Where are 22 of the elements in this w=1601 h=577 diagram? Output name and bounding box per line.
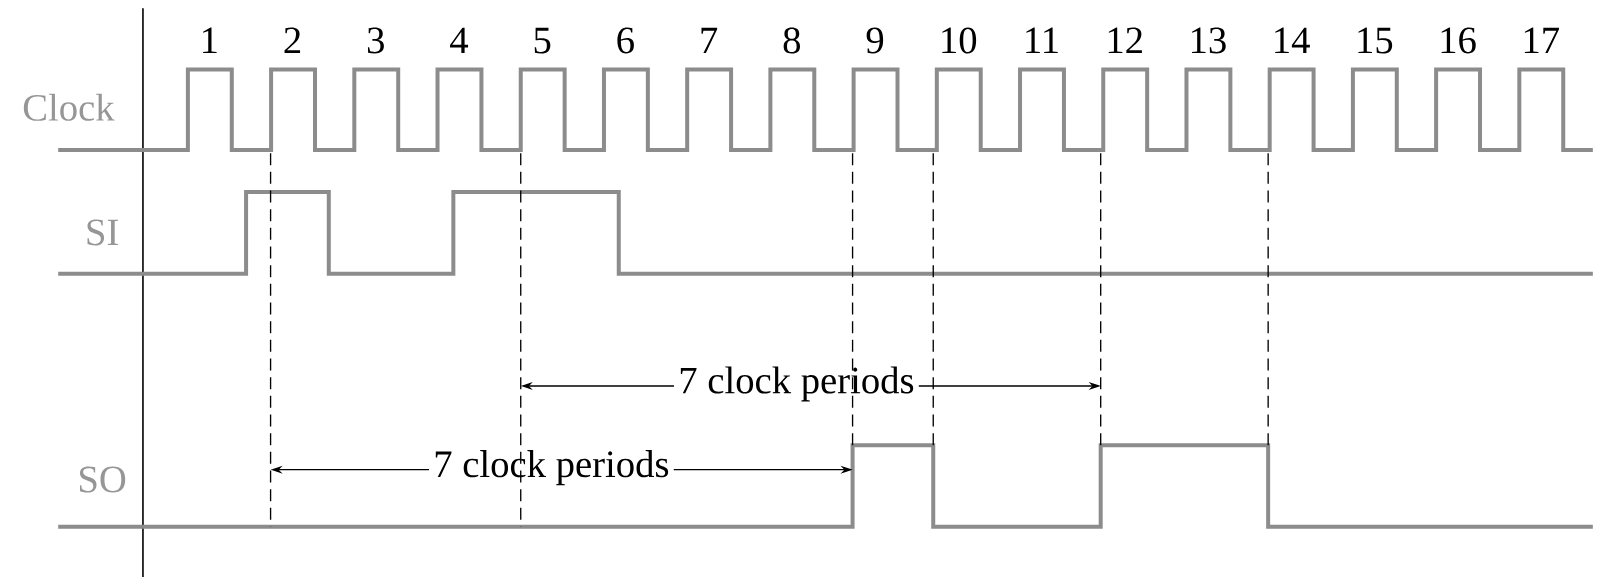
clock-number: 8 [783,27,800,54]
dimension-label: 7 clock periods [680,366,914,402]
clock-number: 11 [1026,27,1058,54]
clock-number: 16 [1441,27,1476,54]
clock-number: 7 [701,27,718,54]
clock-number: 12 [1108,27,1142,54]
clock-number: 15 [1358,27,1393,54]
signal-label: SO [80,466,126,493]
clock-number: 5 [534,27,551,54]
signal-label: Clock [23,93,115,121]
clock-number: 6 [617,27,634,54]
clock-number: 13 [1192,27,1226,54]
signal-label: SI [87,219,118,246]
clock-number: 3 [367,27,384,54]
clock-number: 2 [284,27,301,54]
clock-number: 1 [203,27,217,54]
clock-number: 10 [942,27,977,54]
clock-number: 4 [450,27,469,54]
clock-number: 9 [866,27,884,54]
dimension-label: 7 clock periods [435,450,669,486]
clock-number: 17 [1524,27,1559,54]
clock-number: 14 [1275,27,1310,54]
